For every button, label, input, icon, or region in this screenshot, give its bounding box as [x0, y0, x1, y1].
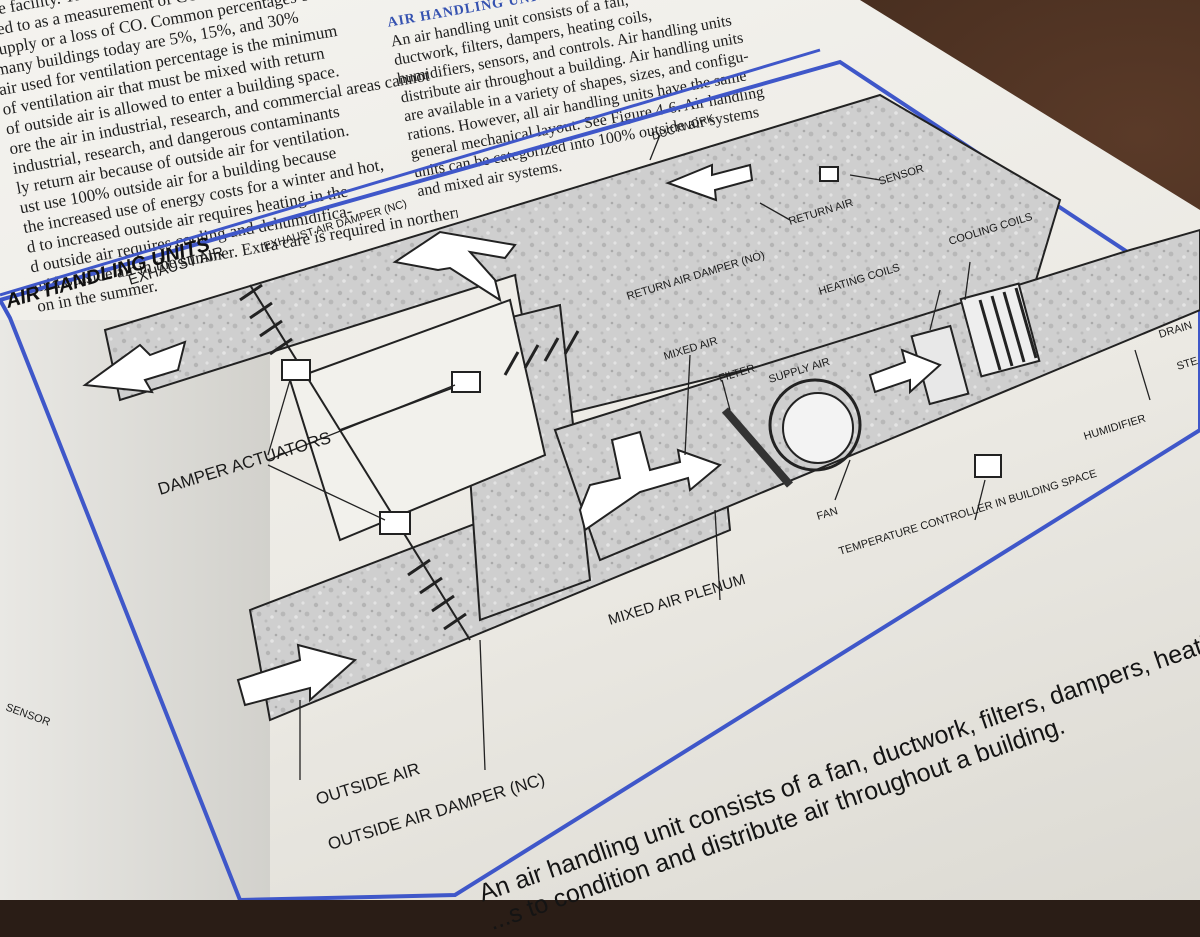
label-fan: FAN — [815, 505, 839, 523]
left-page-edge — [0, 320, 270, 900]
exhaust-damper-blades — [239, 283, 293, 356]
outside-damper-blades — [407, 558, 467, 631]
filter-element — [721, 407, 794, 488]
fan-housing — [768, 378, 862, 472]
label-humidifier: HUMIDIFIER — [1082, 413, 1147, 443]
label-damper-actuators: DAMPER ACTUATORS — [156, 428, 333, 499]
label-outside-air: OUTSIDE AIR — [314, 759, 423, 809]
section-rule — [0, 48, 821, 297]
outside-air-arrow — [236, 643, 358, 707]
fan-wheel — [782, 392, 854, 464]
temperature-controller-box — [974, 454, 1002, 478]
exhaust-air-arrow — [82, 340, 187, 394]
supply-air-arrow — [868, 348, 942, 395]
label-steam: STE — [1175, 355, 1199, 373]
label-left-page-sensor: SENSOR — [4, 702, 52, 729]
cooling-coils-fins — [978, 287, 1038, 371]
return-air-arrow — [665, 163, 754, 202]
figure-frame — [0, 59, 1200, 900]
supply-duct — [553, 228, 1200, 562]
air-handling-diagram: AIR HANDLING UNITS — [0, 48, 1200, 900]
cooling-coils-element — [959, 282, 1041, 378]
label-temperature-controller: TEMPERATURE CONTROLLER IN BUILDING SPACE — [837, 468, 1098, 558]
return-down-arrow — [392, 230, 517, 303]
damper-actuator-right — [451, 371, 481, 393]
label-ductwork: DUCTWORK — [650, 112, 716, 143]
leader-lines — [267, 134, 1151, 780]
damper-actuator-top — [281, 359, 311, 381]
building-space-box — [288, 298, 547, 542]
mixed-air-arrow — [578, 430, 722, 532]
return-damper-blades — [503, 330, 580, 376]
label-mixed-air-plenum: MIXED AIR PLENUM — [606, 571, 747, 629]
return-air-sensor — [819, 166, 839, 182]
damper-actuator-bottom — [379, 511, 411, 535]
